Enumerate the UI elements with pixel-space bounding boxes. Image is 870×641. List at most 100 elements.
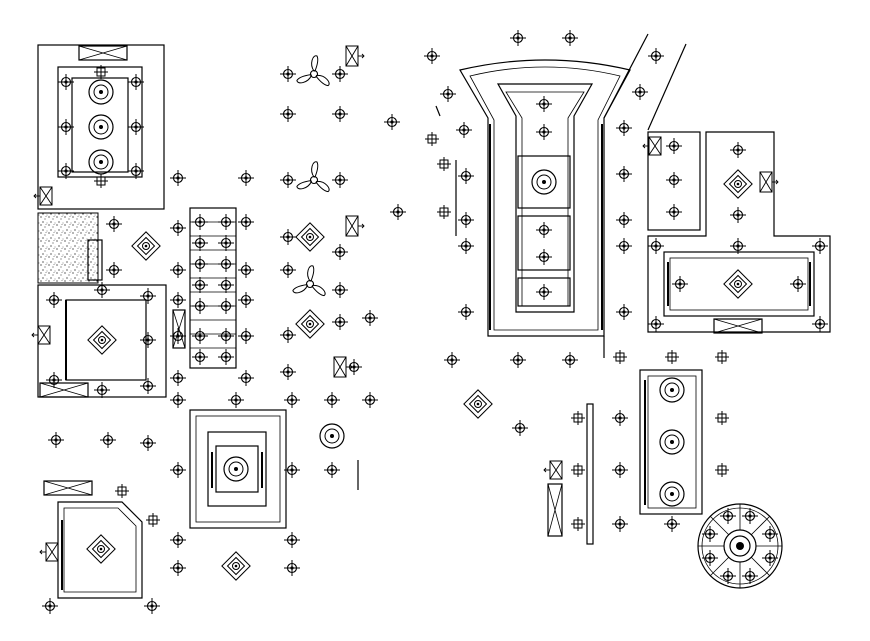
downlight-icon (139, 434, 157, 452)
downlight-icon (169, 461, 187, 479)
downlight-icon (237, 261, 255, 279)
room-top-left (33, 44, 165, 210)
downlight-icon (509, 351, 527, 369)
downlight-icon (535, 283, 553, 301)
downlight-icon (663, 515, 681, 533)
downlight-icon (169, 291, 187, 309)
downlight-icon (561, 29, 579, 47)
room-center-bottom (169, 391, 301, 581)
recessed-light-icon (145, 512, 161, 528)
spotlight-icon (86, 534, 116, 564)
downlight-icon (509, 29, 527, 47)
downlight-icon (279, 261, 297, 279)
downlight-icon (41, 597, 59, 615)
spotlight-icon (723, 169, 753, 199)
downlight-icon (217, 213, 235, 231)
spotlight-icon (221, 551, 251, 581)
recessed-light-icon (714, 349, 730, 365)
downlight-icon (279, 228, 297, 246)
downlight-icon (237, 291, 255, 309)
downlight-icon (283, 531, 301, 549)
downlight-icon (615, 211, 633, 229)
downlight-icon (217, 297, 235, 315)
downlight-icon (237, 169, 255, 187)
chandelier-icon (659, 481, 685, 507)
chandelier-icon (223, 456, 249, 482)
downlight-icon (611, 515, 629, 533)
recessed-light-icon (714, 410, 730, 426)
downlight-icon (361, 391, 379, 409)
room-right-upper (642, 131, 831, 334)
downlight-icon (535, 123, 553, 141)
downlight-icon (217, 276, 235, 294)
downlight-icon (217, 255, 235, 273)
downlight-icon (331, 171, 349, 189)
room-left-middle (31, 212, 167, 399)
downlight-icon (561, 351, 579, 369)
exhaust-grill-icon (78, 45, 128, 61)
downlight-icon (511, 419, 529, 437)
downlight-icon (237, 213, 255, 231)
ceiling-fan-icon (295, 55, 332, 87)
downlight-icon (323, 391, 341, 409)
downlight-icon (143, 597, 161, 615)
downlight-icon (99, 431, 117, 449)
ceiling-fan-icon (291, 265, 328, 297)
downlight-icon (423, 47, 441, 65)
round-ceiling-feature (697, 503, 783, 589)
downlight-icon (535, 221, 553, 239)
downlight-icon (719, 567, 737, 585)
exhaust-fan-icon (39, 542, 59, 562)
exhaust-fan-icon (31, 325, 51, 345)
chandelier-icon (531, 169, 557, 195)
downlight-icon (331, 65, 349, 83)
spotlight-icon (295, 222, 325, 252)
downlight-icon (191, 276, 209, 294)
downlight-icon (283, 559, 301, 577)
corridor-diagonal (603, 33, 687, 131)
downlight-icon (331, 243, 349, 261)
downlight-icon (631, 83, 649, 101)
chandelier-icon (659, 377, 685, 403)
downlight-icon (615, 119, 633, 137)
downlight-icon (93, 281, 111, 299)
downlight-icon (105, 261, 123, 279)
downlight-icon (811, 315, 829, 333)
downlight-icon (535, 95, 553, 113)
downlight-icon (615, 165, 633, 183)
downlight-icon (217, 234, 235, 252)
downlight-icon (169, 559, 187, 577)
downlight-icon (443, 351, 461, 369)
exhaust-fan-icon (759, 171, 779, 193)
downlight-icon (217, 327, 235, 345)
exhaust-fan-icon (543, 460, 563, 480)
downlight-icon (741, 567, 759, 585)
downlight-icon (741, 507, 759, 525)
recessed-light-icon (714, 462, 730, 478)
exhaust-grill-icon (713, 318, 763, 334)
downlight-icon (345, 358, 363, 376)
downlight-icon (455, 121, 473, 139)
downlight-icon (169, 327, 187, 345)
spotlight-icon (723, 269, 753, 299)
downlight-icon (191, 213, 209, 231)
downlight-icon (169, 261, 187, 279)
exhaust-fan-icon (33, 186, 53, 206)
downlight-icon (701, 549, 719, 567)
downlight-icon (169, 531, 187, 549)
downlight-icon (227, 391, 245, 409)
exhaust-grill-icon (43, 480, 93, 496)
downlight-icon (283, 391, 301, 409)
downlight-icon (457, 237, 475, 255)
downlight-icon (169, 391, 187, 409)
chandelier-icon (88, 149, 114, 175)
downlight-icon (729, 141, 747, 159)
chandelier-icon (659, 429, 685, 455)
recessed-light-icon (424, 131, 440, 147)
recessed-light-icon (570, 410, 586, 426)
downlight-icon (647, 237, 665, 255)
downlight-icon (191, 234, 209, 252)
downlight-icon (237, 369, 255, 387)
downlight-icon (647, 315, 665, 333)
